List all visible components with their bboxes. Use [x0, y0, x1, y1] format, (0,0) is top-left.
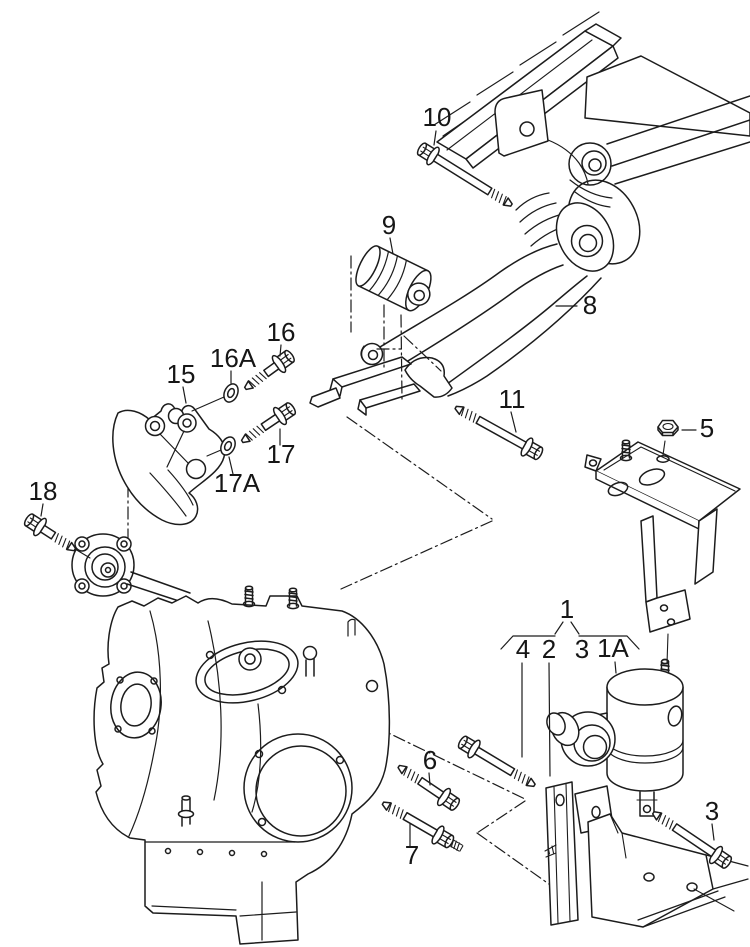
bolt-18	[23, 513, 77, 552]
bolt-17	[240, 402, 297, 444]
arm-eyelet	[360, 342, 384, 366]
callout-2: 2	[542, 634, 556, 664]
callout-18: 18	[29, 476, 58, 506]
mount-bracket-upper	[584, 439, 741, 633]
callout-4: 4	[516, 634, 530, 664]
washer-16a	[223, 383, 239, 403]
callout-3b: 3	[705, 796, 719, 826]
link-plate	[494, 89, 549, 157]
callout-17a: 17A	[214, 468, 261, 498]
pendulum-support-arm	[309, 179, 641, 416]
callout-8: 8	[583, 290, 597, 320]
bolt-6	[397, 764, 461, 811]
callout-16: 16	[267, 317, 296, 347]
callout-11: 11	[499, 384, 526, 414]
subframe-link	[494, 89, 750, 208]
callout-10: 10	[423, 102, 452, 132]
callout-7: 7	[405, 840, 419, 870]
bushing-ribs	[515, 192, 571, 247]
hydraulic-mount	[546, 658, 684, 817]
transmission	[93, 585, 391, 945]
output-flange	[71, 533, 191, 604]
callout-labels: 10 9 8 16 16A 15 17 17A 18 11 5 1 4 2 3 …	[29, 102, 720, 870]
washer-17a	[220, 436, 236, 456]
lever-ball	[302, 645, 318, 661]
bolt-3	[651, 810, 733, 869]
callout-17: 17	[267, 439, 296, 469]
gearbox-bracket-15	[112, 403, 226, 526]
bolt-11	[454, 405, 544, 461]
bolt-7	[381, 801, 464, 852]
end-cover	[243, 733, 353, 843]
callout-6: 6	[423, 745, 437, 775]
callout-1: 1	[560, 594, 574, 624]
callout-9: 9	[382, 210, 396, 240]
callout-3: 3	[575, 634, 589, 664]
lower-bracket	[544, 781, 749, 928]
bolt-4	[457, 735, 536, 788]
callout-leaders	[40, 130, 715, 848]
alignment-dash-lines	[127, 255, 564, 895]
axle-shaft	[126, 571, 191, 604]
body-hatch-lines	[433, 11, 600, 126]
link-plate-hole	[519, 121, 535, 137]
arm-clevis	[404, 356, 453, 398]
subframe-panel	[584, 55, 750, 137]
callout-16a: 16A	[210, 343, 257, 373]
nut-5	[657, 419, 679, 437]
arm-foot-tab	[309, 387, 341, 408]
bushing-9	[355, 245, 432, 312]
callout-1a: 1A	[597, 633, 629, 663]
group-1-bracket	[500, 621, 640, 650]
callout-15: 15	[167, 359, 196, 389]
callout-5: 5	[700, 413, 714, 443]
bolt-10	[416, 142, 513, 207]
